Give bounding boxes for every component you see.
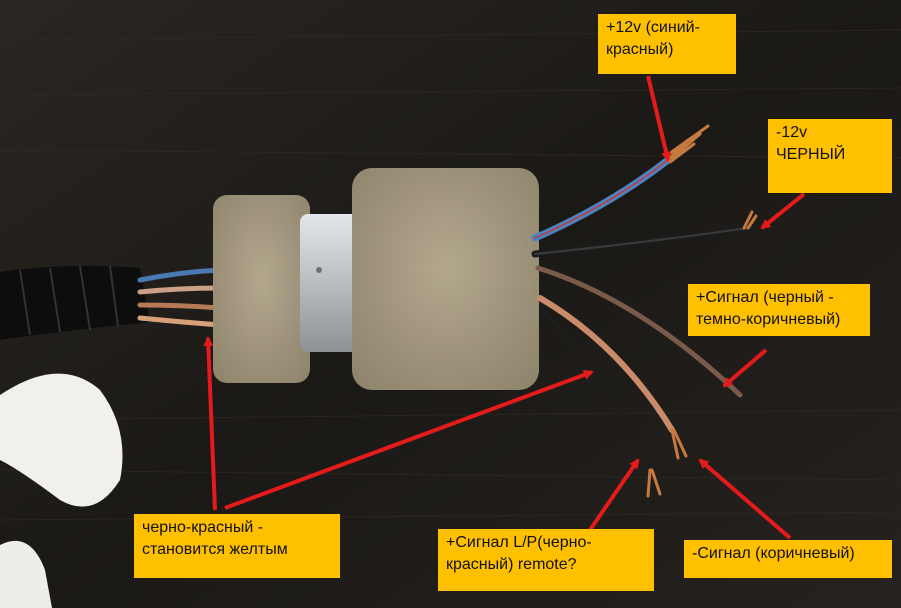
foam-block-right	[352, 168, 539, 390]
label-black-red: черно-красный - становится желтым	[134, 514, 340, 578]
label-minus-12v: -12v ЧЕРНЫЙ	[768, 119, 892, 193]
annotation-arrows	[203, 75, 806, 540]
felt-piece	[0, 540, 52, 608]
label-signal-minus: -Сигнал (коричневый)	[684, 540, 892, 578]
copper-ends	[646, 124, 758, 498]
felt-piece	[0, 373, 123, 507]
entry-wires	[137, 267, 223, 328]
wood-grain	[0, 29, 901, 521]
foam-block-left	[213, 195, 310, 383]
output-wires	[531, 156, 752, 473]
label-plus-12v: +12v (синий- красный)	[598, 14, 736, 74]
label-signal-lr: +Сигнал L/P(черно- красный) remote?	[438, 529, 654, 591]
label-signal-plus: +Сигнал (черный - темно-коричневый)	[688, 284, 870, 336]
